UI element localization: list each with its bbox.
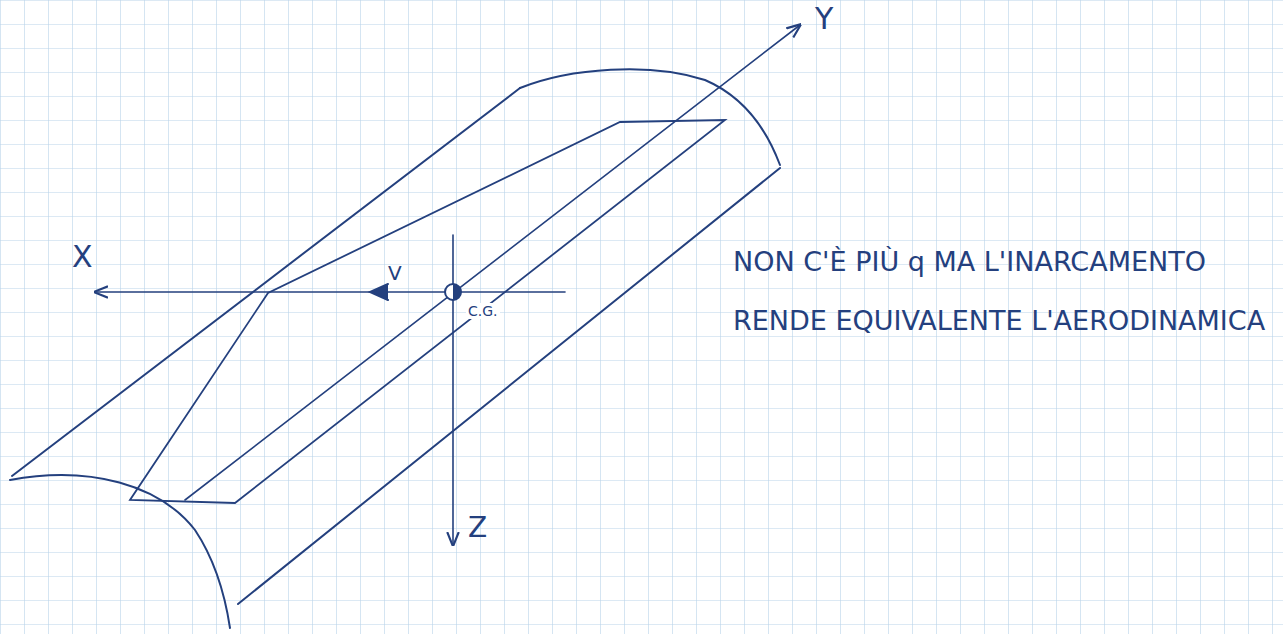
note-text: NON C'È PIÙ q MA L'INARCAMENTO RENDE EQU… <box>733 232 1278 351</box>
cg-dot-fill <box>453 284 461 300</box>
wing-edge-right <box>238 168 780 604</box>
cg-dot <box>445 284 461 300</box>
cg-label: C.G. <box>466 303 500 319</box>
axis-label: Z <box>468 512 487 544</box>
y-axis <box>185 25 800 500</box>
camber-arc-bottom <box>10 475 230 628</box>
axis-label: X <box>72 240 93 275</box>
x-axis <box>95 291 565 293</box>
flat-panel <box>130 120 725 503</box>
wing-edge-left <box>12 88 520 476</box>
velocity-label: V <box>388 262 402 285</box>
velocity-arrowhead <box>370 284 388 300</box>
z-axis <box>452 235 454 545</box>
axis-label: Y <box>815 2 833 37</box>
